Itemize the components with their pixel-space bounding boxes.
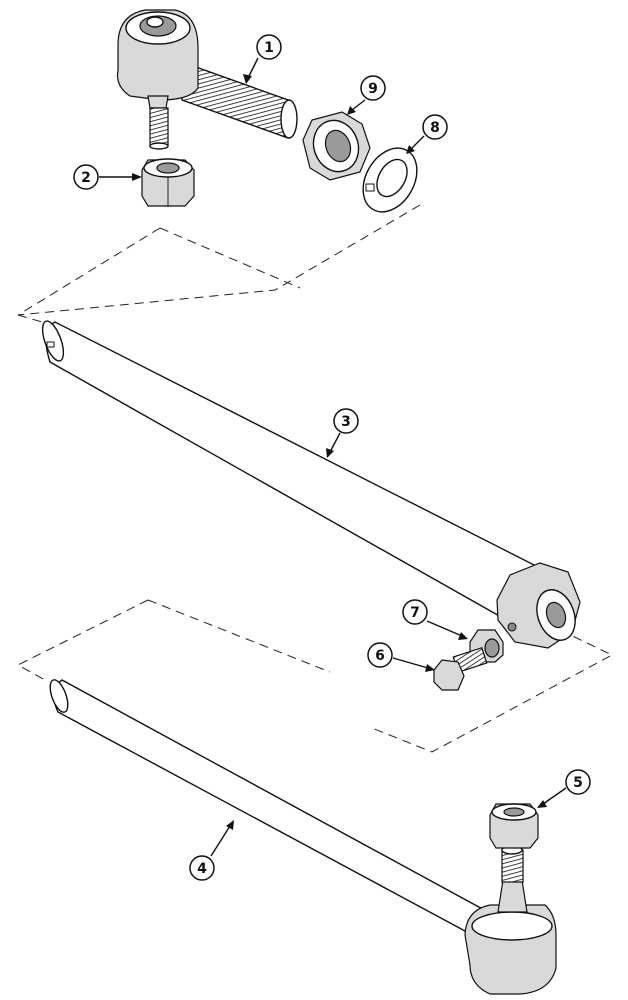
tie-rod-end-inner	[49, 679, 557, 995]
nut-part-5	[489, 803, 539, 849]
tie-rod-tube	[41, 320, 581, 649]
callout-6: 6	[367, 642, 393, 668]
callout-9: 9	[360, 75, 386, 101]
callout-4: 4	[189, 855, 215, 881]
svg-text:3: 3	[341, 414, 351, 430]
svg-text:2: 2	[81, 170, 91, 186]
jam-nut-part-9	[302, 111, 371, 181]
svg-text:1: 1	[264, 40, 274, 56]
svg-text:5: 5	[573, 775, 583, 791]
callout-5: 5	[565, 769, 591, 795]
svg-text:6: 6	[375, 648, 385, 664]
bolt-part-6	[433, 647, 488, 691]
callout-8: 8	[422, 114, 448, 140]
callout-1: 1	[256, 34, 282, 60]
svg-text:4: 4	[197, 861, 207, 877]
svg-text:8: 8	[430, 120, 440, 136]
svg-text:7: 7	[410, 605, 420, 621]
leader-lines	[99, 57, 567, 857]
svg-text:9: 9	[368, 81, 378, 97]
callout-7: 7	[402, 599, 428, 625]
lock-washer-part-8	[362, 147, 418, 213]
callout-2: 2	[73, 164, 99, 190]
callout-3: 3	[333, 408, 359, 434]
nut-part-2	[141, 158, 195, 207]
tie-rod-end-outer	[116, 9, 298, 150]
